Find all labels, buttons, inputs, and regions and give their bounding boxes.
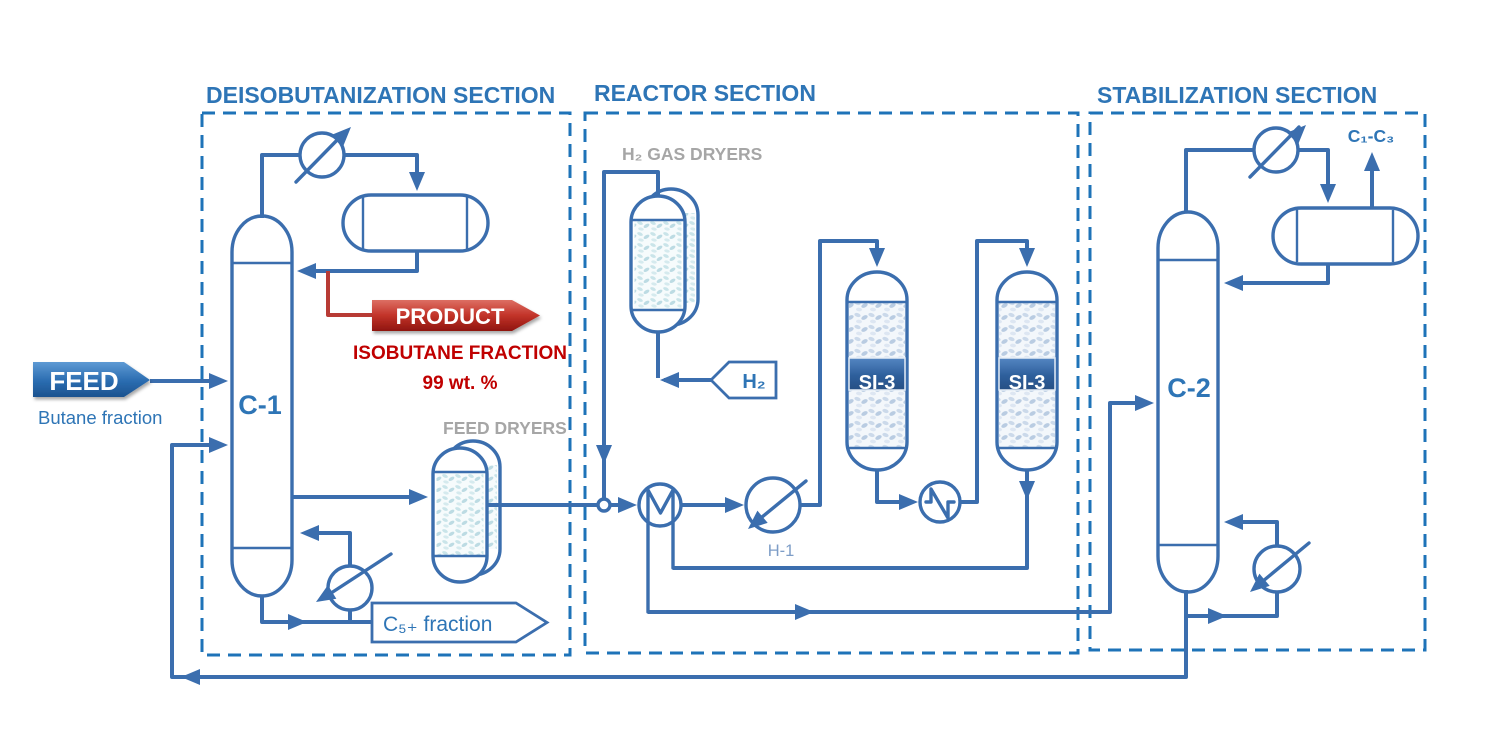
reactor-title: REACTOR SECTION bbox=[594, 80, 816, 106]
intercooler bbox=[918, 480, 962, 524]
reflux-drum-2 bbox=[1271, 206, 1420, 266]
product-line2: 99 wt. % bbox=[423, 373, 498, 394]
feed-banner-label: FEED bbox=[49, 366, 118, 396]
section-deisobutanization: DEISOBUTANIZATION SECTION bbox=[200, 82, 572, 657]
reactor-1: SI-3 bbox=[845, 270, 909, 472]
h2-label: H₂ bbox=[742, 371, 765, 393]
reactor-1-label: SI-3 bbox=[859, 372, 896, 394]
feed-banner: FEED bbox=[33, 362, 150, 397]
stabilization-border bbox=[1088, 111, 1427, 652]
h2-gas-dryers-label: H₂ GAS DRYERS bbox=[622, 144, 762, 164]
deisobutanization-title: DEISOBUTANIZATION SECTION bbox=[206, 82, 555, 108]
section-stabilization: STABILIZATION SECTION bbox=[1088, 82, 1427, 652]
deisobutanization-border bbox=[200, 111, 572, 657]
process-lines bbox=[150, 148, 1374, 679]
h2-gas-dryers-vessel bbox=[629, 187, 700, 334]
reflux-drum-1 bbox=[341, 193, 490, 253]
product-line1: ISOBUTANE FRACTION bbox=[353, 343, 567, 364]
column-c2-label: C-2 bbox=[1167, 373, 1211, 403]
reactor-2-band bbox=[998, 357, 1056, 391]
feed-description: Butane fraction bbox=[38, 407, 162, 428]
junction-node bbox=[596, 497, 612, 513]
c5-fraction-banner: C₅₊ fraction bbox=[370, 601, 550, 644]
h2-banner: H₂ bbox=[709, 360, 778, 400]
stabilization-title: STABILIZATION SECTION bbox=[1097, 82, 1377, 108]
product-line bbox=[326, 271, 374, 317]
reactor-border bbox=[583, 111, 1080, 655]
section-reactor: REACTOR SECTION bbox=[583, 80, 1080, 655]
feed-dryers-vessel bbox=[431, 439, 502, 584]
feed-dryers-label: FEED DRYERS bbox=[443, 418, 567, 438]
product-banner-label: PRODUCT bbox=[396, 304, 505, 329]
reactor-1-band bbox=[848, 357, 906, 391]
reactor-2-label: SI-3 bbox=[1009, 372, 1046, 394]
c1-c3-label: C₁-C₃ bbox=[1348, 126, 1394, 146]
condenser-1 bbox=[294, 130, 347, 184]
reactor-2: SI-3 bbox=[995, 270, 1059, 472]
product-banner: PRODUCT bbox=[372, 300, 540, 331]
reboiler-2 bbox=[1252, 541, 1311, 594]
c5-fraction-label: C₅₊ fraction bbox=[383, 613, 492, 636]
feed-effluent-exchanger bbox=[637, 482, 683, 614]
heater-h1-label: H-1 bbox=[768, 542, 795, 560]
condenser-2 bbox=[1248, 125, 1301, 179]
column-c1-label: C-1 bbox=[238, 390, 282, 420]
